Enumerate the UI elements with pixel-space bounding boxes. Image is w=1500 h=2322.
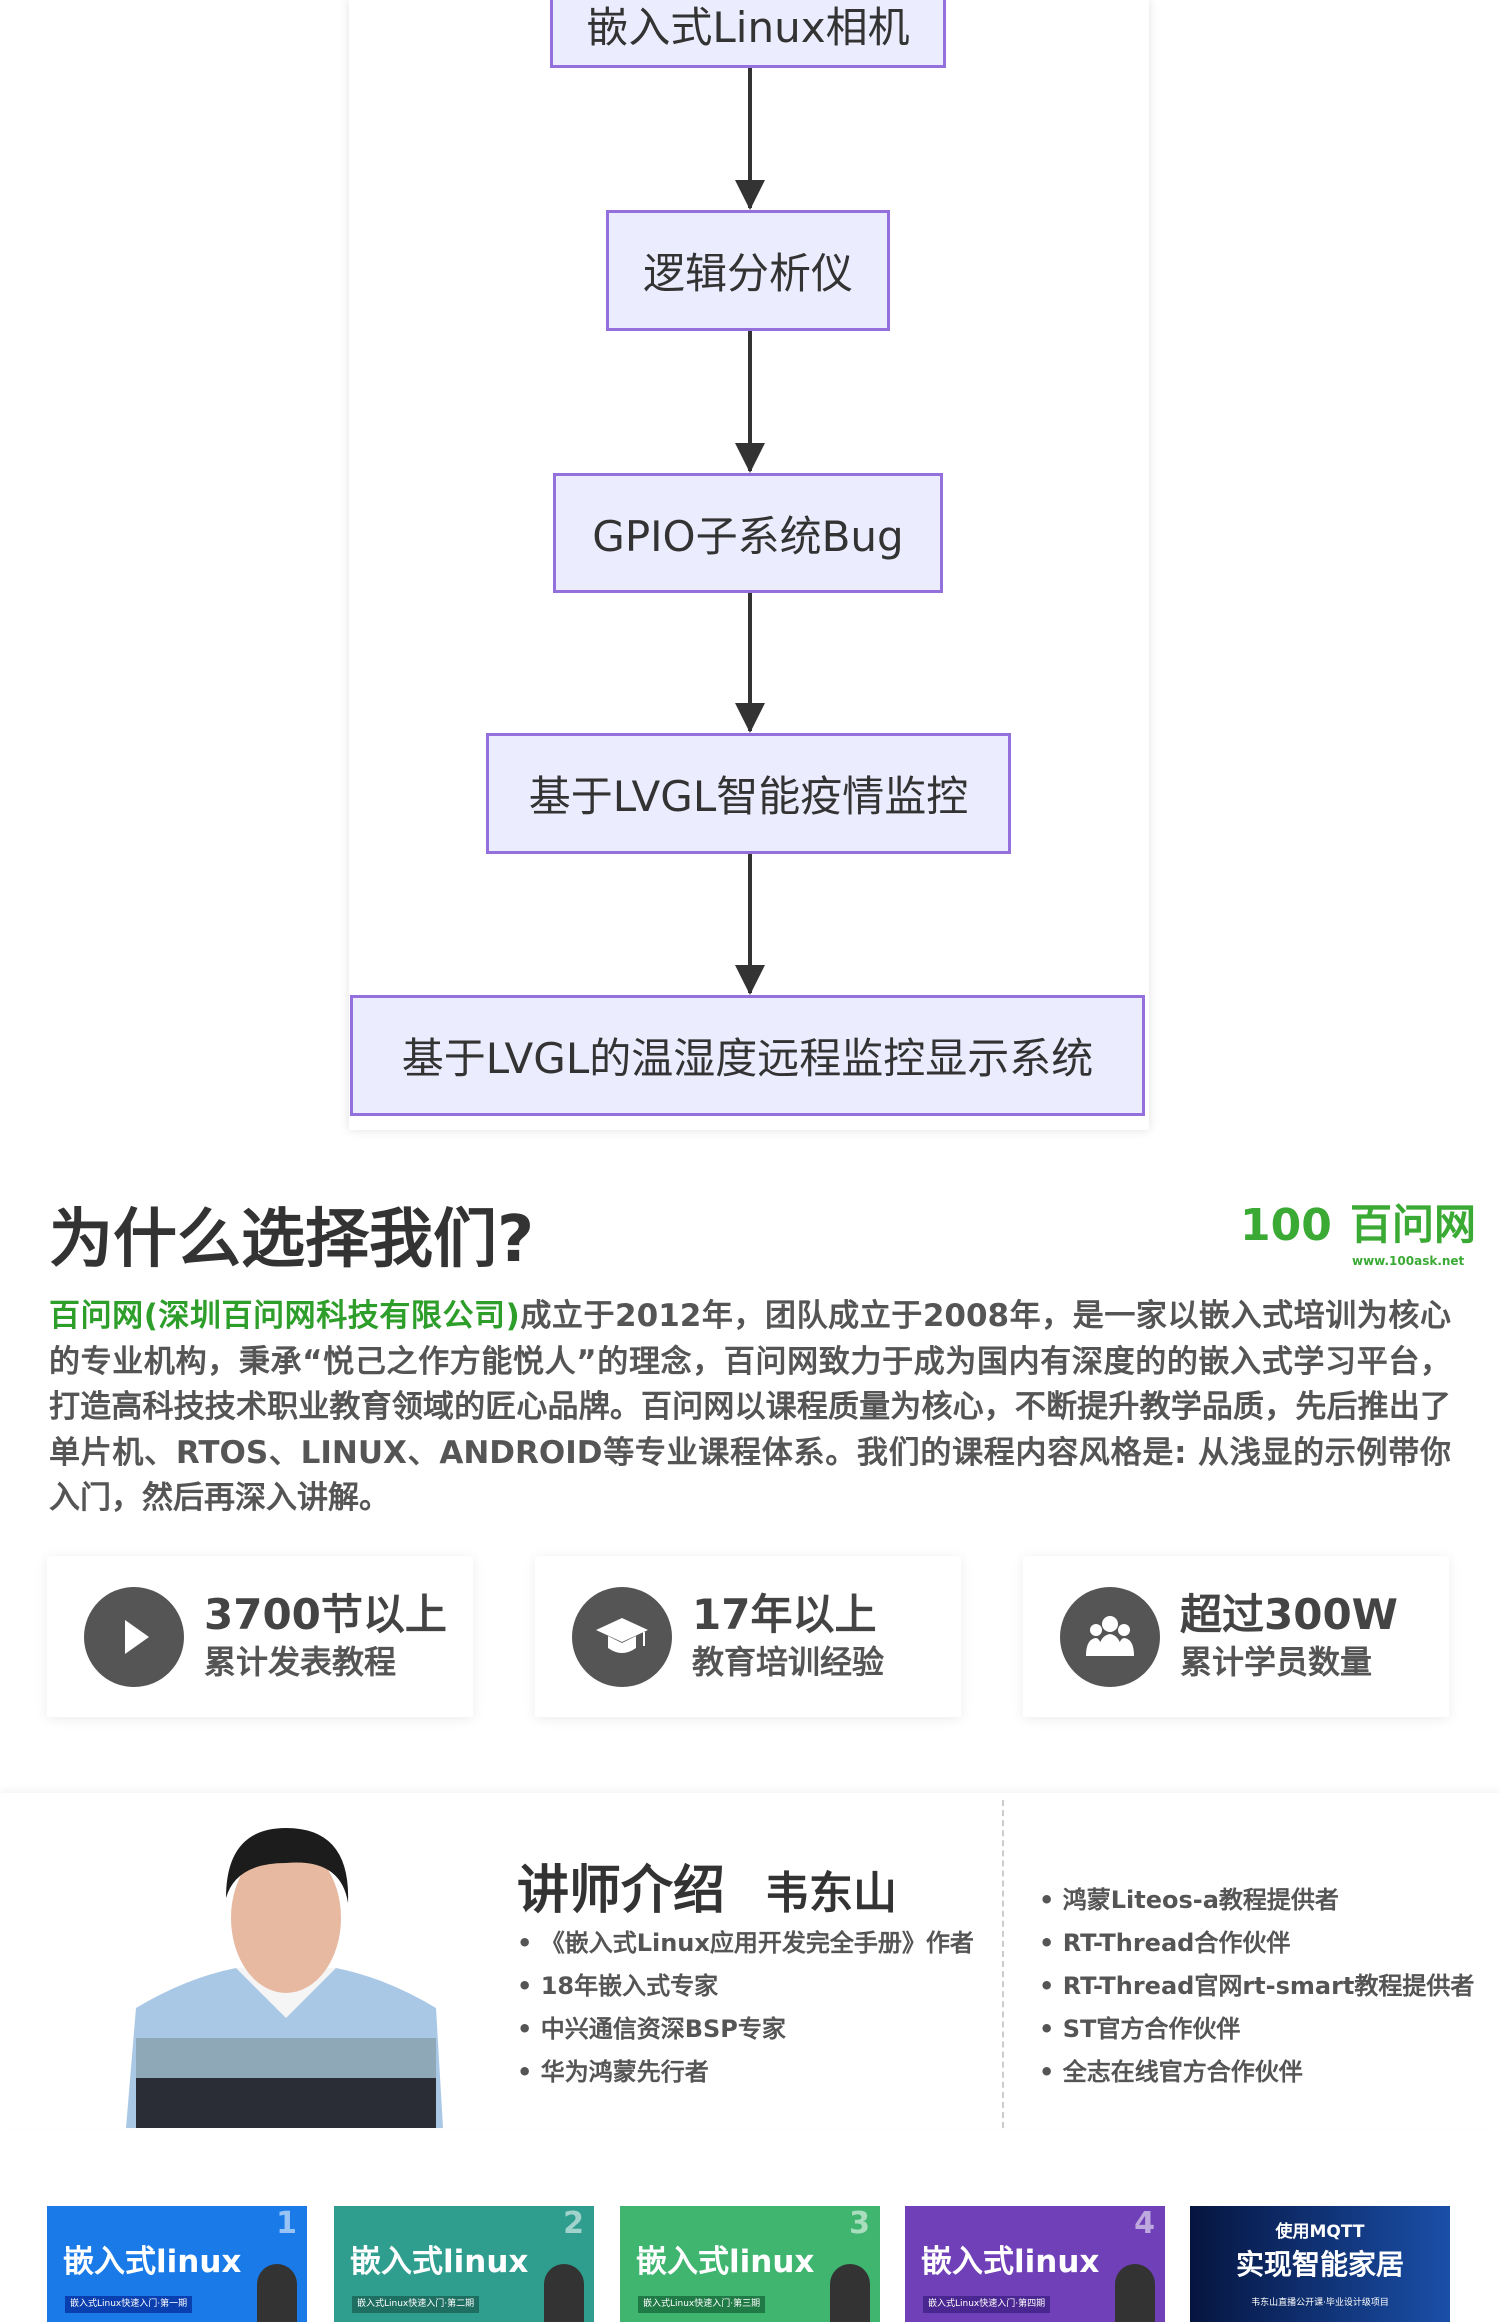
credential-item: ST官方合作伙伴 — [1039, 2008, 1474, 2051]
brand-logo: 100 百问网 www.100ask.net — [1240, 1200, 1490, 1270]
course-title: 实现智能家居 — [1235, 2248, 1404, 2281]
course-title: 嵌入式linux — [636, 2244, 815, 2280]
flow-node-1: 嵌入式Linux相机 — [550, 0, 946, 68]
course-thumb-5[interactable]: 使用MQTT 实现智能家居韦东山直播公开课·毕业设计级项目 — [1190, 2206, 1450, 2322]
flow-node-5: 基于LVGL的温湿度远程监控显示系统 — [350, 995, 1145, 1116]
users-icon — [1060, 1586, 1160, 1687]
flow-node-3: GPIO子系统Bug — [553, 473, 943, 593]
course-subtitle: 嵌入式Linux快速入门·第四期 — [923, 2296, 1051, 2313]
flow-arrow — [735, 593, 765, 733]
section-title: 为什么选择我们? — [49, 1203, 535, 1277]
play-icon — [84, 1586, 184, 1687]
credential-item: RT-Thread合作伙伴 — [1039, 1922, 1474, 1965]
credential-item: 《嵌入式Linux应用开发完全手册》作者 — [517, 1922, 974, 1965]
instructor-figure — [830, 2264, 870, 2322]
credential-item: 18年嵌入式专家 — [517, 1965, 974, 2008]
course-subtitle: 韦东山直播公开课·毕业设计级项目 — [1251, 2298, 1389, 2308]
course-subtitle: 嵌入式Linux快速入门·第一期 — [65, 2296, 193, 2313]
course-subtitle: 嵌入式Linux快速入门·第三期 — [638, 2296, 766, 2313]
teacher-credentials-left: 《嵌入式Linux应用开发完全手册》作者 18年嵌入式专家 中兴通信资深BSP专… — [517, 1922, 974, 2094]
teacher-photo — [126, 1818, 443, 2128]
stat-value: 3700节以上 — [204, 1589, 447, 1639]
description: 成立于2012年，团队成立于2008年，是一家以嵌入式培训为核心的专业机构，秉承… — [49, 1298, 1451, 1516]
credential-item: 全志在线官方合作伙伴 — [1039, 2051, 1474, 2094]
stat-card-experience: 17年以上教育培训经验 — [535, 1556, 961, 1717]
teacher-name: 韦东山 — [765, 1868, 898, 1919]
teacher-credentials-right: 鸿蒙Liteos-a教程提供者 RT-Thread合作伙伴 RT-Thread官… — [1039, 1879, 1475, 2094]
flow-node-2: 逻辑分析仪 — [606, 210, 890, 331]
course-title: 嵌入式linux — [350, 2244, 529, 2280]
teacher-heading: 讲师介绍韦东山 — [517, 1848, 897, 1923]
logo-text: 百问网 — [1350, 1200, 1477, 1249]
course-thumb-1[interactable]: 1 嵌入式linux 嵌入式Linux快速入门·第一期 — [47, 2206, 307, 2322]
credential-item: 鸿蒙Liteos-a教程提供者 — [1039, 1879, 1474, 1922]
stat-value: 17年以上 — [692, 1589, 877, 1639]
stat-label: 累计发表教程 — [204, 1642, 397, 1681]
credential-item: 中兴通信资深BSP专家 — [517, 2008, 974, 2051]
graduation-cap-icon — [572, 1586, 672, 1687]
flow-arrow — [735, 68, 765, 210]
stat-card-tutorials: 3700节以上累计发表教程 — [47, 1556, 473, 1717]
course-subtitle: 嵌入式Linux快速入门·第二期 — [352, 2296, 480, 2313]
instructor-figure — [1115, 2264, 1155, 2322]
course-number: 4 — [1134, 2206, 1155, 2241]
course-thumb-4[interactable]: 4 嵌入式linux 嵌入式Linux快速入门·第四期 — [905, 2206, 1165, 2322]
course-title: 嵌入式linux — [921, 2244, 1100, 2280]
company-name: 百问网(深圳百问网科技有限公司) — [49, 1298, 520, 1334]
stat-label: 累计学员数量 — [1180, 1642, 1373, 1681]
credential-item: 华为鸿蒙先行者 — [517, 2051, 974, 2094]
intro-paragraph: 百问网(深圳百问网科技有限公司)成立于2012年，团队成立于2008年，是一家以… — [49, 1294, 1451, 1522]
course-thumb-2[interactable]: 2 嵌入式linux 嵌入式Linux快速入门·第二期 — [334, 2206, 594, 2322]
course-number: 3 — [849, 2206, 870, 2241]
logo-url: www.100ask.net — [1352, 1254, 1465, 1268]
credential-item: RT-Thread官网rt-smart教程提供者 — [1039, 1965, 1475, 2008]
course-thumb-3[interactable]: 3 嵌入式linux 嵌入式Linux快速入门·第三期 — [620, 2206, 880, 2322]
instructor-figure — [257, 2264, 297, 2322]
stat-label: 教育培训经验 — [692, 1642, 885, 1681]
logo-mark: 100 — [1240, 1200, 1332, 1251]
course-number: 2 — [563, 2206, 584, 2241]
flow-node-4: 基于LVGL智能疫情监控 — [486, 733, 1011, 854]
teacher-title: 讲师介绍 — [517, 1861, 726, 1921]
course-number: 1 — [276, 2206, 297, 2241]
divider — [1002, 1800, 1004, 2128]
course-title: 嵌入式linux — [63, 2244, 242, 2280]
flow-arrow — [735, 331, 765, 473]
course-title-line1: 使用MQTT — [1275, 2222, 1365, 2242]
instructor-figure — [544, 2264, 584, 2322]
flow-arrow — [735, 854, 765, 995]
stat-value: 超过300W — [1180, 1589, 1398, 1639]
